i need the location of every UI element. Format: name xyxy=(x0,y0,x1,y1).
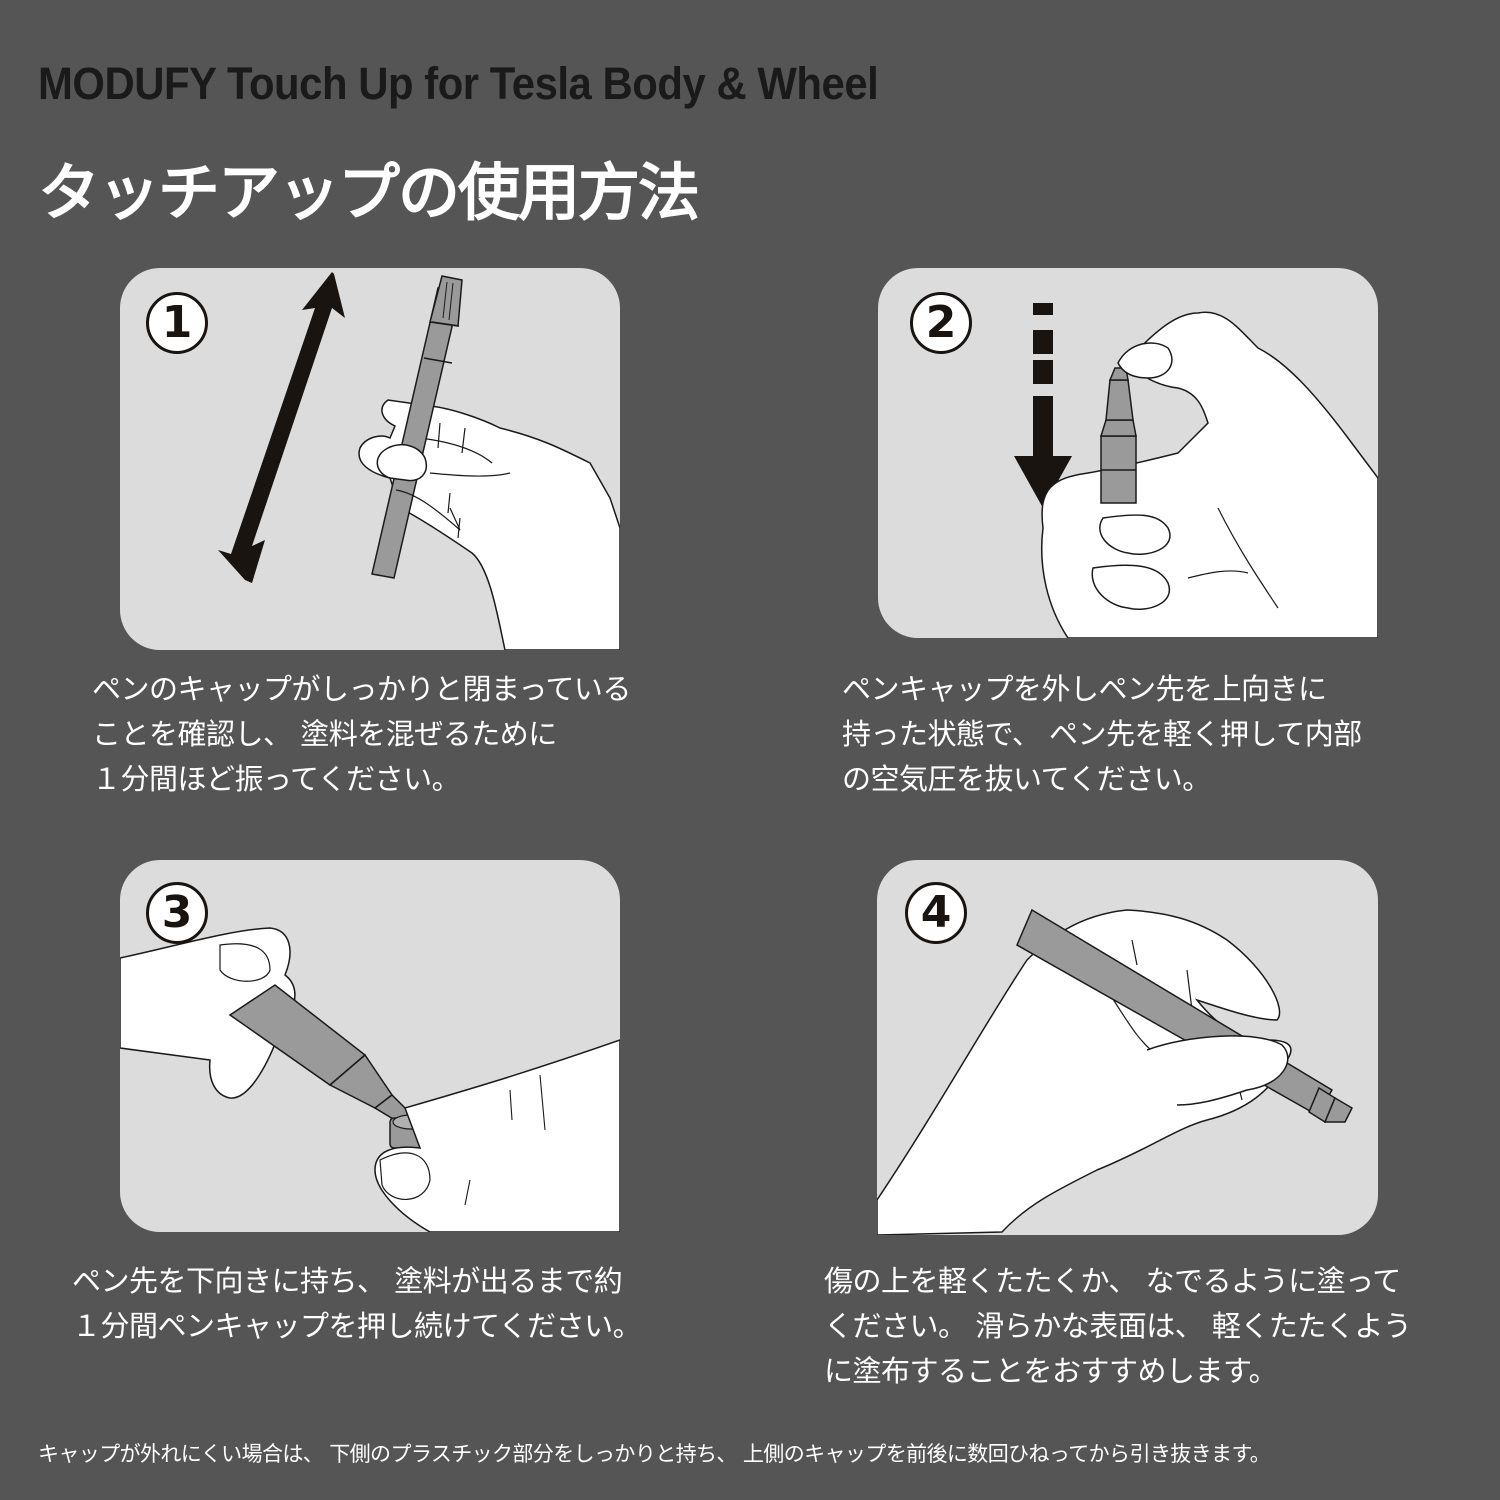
step-2-description: ペンキャップを外しペン先を上向きに 持った状態で、 ペン先を軽く押して内部 の空… xyxy=(842,667,1362,802)
step-2-line-3: の空気圧を抜いてください。 xyxy=(842,762,1211,796)
step-1-description: ペンのキャップがしっかりと閉まっている ことを確認し、 塗料を混ぜるために １分… xyxy=(92,667,631,802)
pen-icon xyxy=(371,275,463,579)
step-number-badge: 1 xyxy=(146,292,208,354)
step-1-line-3: １分間ほど振ってください。 xyxy=(92,762,461,796)
step-3-line-2: １分間ペンキャップを押し続けてください。 xyxy=(72,1309,642,1343)
hand-writing-illustration xyxy=(877,908,1353,1235)
step-4-panel: 4 xyxy=(877,860,1378,1235)
pressing-pen-illustration xyxy=(1014,303,1378,638)
step-2-line-1: ペンキャップを外しペン先を上向きに xyxy=(842,672,1327,706)
step-3-line-1: ペン先を下向きに持ち、 塗料が出るまで約 xyxy=(72,1264,623,1298)
title-english: MODUFY Touch Up for Tesla Body & Wheel xyxy=(38,58,879,109)
step-4-line-3: に塗布することをおすすめします。 xyxy=(824,1354,1278,1388)
step-4-line-2: ください。 滑らかな表面は、 軽くたたくよう xyxy=(824,1309,1412,1343)
step-4-line-1: 傷の上を軽くたたくか、 なでるように塗って xyxy=(824,1264,1401,1298)
step-1-line-2: ことを確認し、 塗料を混ぜるために xyxy=(92,717,557,751)
step-number-badge: 2 xyxy=(910,292,972,354)
step-1-line-1: ペンのキャップがしっかりと閉まっている xyxy=(92,672,631,706)
step-2-panel: 2 xyxy=(878,268,1378,638)
step-number-badge: 3 xyxy=(146,882,208,944)
step-2-line-2: 持った状態で、 ペン先を軽く押して内部 xyxy=(842,717,1362,751)
double-arrow-icon xyxy=(218,272,345,583)
step-1-panel: 1 xyxy=(120,268,620,650)
step-4-description: 傷の上を軽くたたくか、 なでるように塗って ください。 滑らかな表面は、 軽くた… xyxy=(824,1259,1412,1394)
hand-shaking-pen-illustration xyxy=(218,272,620,650)
step-number-badge: 4 xyxy=(905,882,967,944)
pen-icon xyxy=(1099,367,1137,504)
down-arrow-icon xyxy=(1014,303,1072,508)
pressing-cap-illustration xyxy=(120,927,620,1232)
title-japanese: タッチアップの使用方法 xyxy=(38,156,700,229)
step-3-panel: 3 xyxy=(120,860,620,1232)
step-3-description: ペン先を下向きに持ち、 塗料が出るまで約 １分間ペンキャップを押し続けてください… xyxy=(72,1259,642,1349)
footer-note: キャップが外れにくい場合は、 下側のプラスチック部分をしっかりと持ち、 上側のキ… xyxy=(38,1442,1271,1466)
